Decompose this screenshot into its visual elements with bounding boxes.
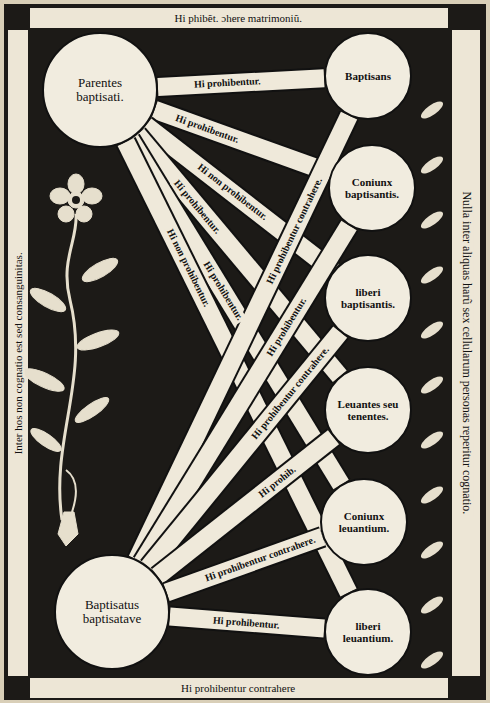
right-strip <box>452 30 480 676</box>
band-label: Hi prohibentur. <box>192 75 263 90</box>
woodcut-ground <box>4 4 486 700</box>
node-text: Baptisatus baptisatave <box>67 598 157 627</box>
band-label: Hi prohibentur contrahere. <box>263 174 325 288</box>
leaf <box>418 483 445 506</box>
node-text: liberi leuantium. <box>334 620 403 644</box>
node-text: liberi baptisantis. <box>334 286 403 310</box>
leaf <box>418 153 445 176</box>
node-text: Coniunx leuantium. <box>330 510 399 534</box>
band-stroke <box>137 116 349 560</box>
node-text: Parentes baptisati. <box>55 76 145 105</box>
band-label: Hi prohibentur. <box>172 111 242 146</box>
leaf <box>418 648 445 671</box>
flower-illustration <box>21 174 121 546</box>
circle-node: Coniunx leuantium. <box>320 478 408 566</box>
node-text: Baptisans <box>345 70 391 82</box>
leaf <box>418 593 445 616</box>
circle-node: Baptisatus baptisatave <box>54 554 170 670</box>
leaf <box>418 538 445 561</box>
circle-node: Parentes baptisati. <box>42 32 158 148</box>
strip-caption: Hi phibẽt. ɔhere matrimoniũ. <box>173 12 304 25</box>
circle-node: Coniunx baptisantis. <box>328 144 416 232</box>
strip-caption: Hi prohibentur contrahere <box>179 682 297 695</box>
circle-node: Baptisans <box>324 32 412 120</box>
band-stroke <box>137 116 349 560</box>
node-text: Leuantes seu tenentes. <box>334 398 403 422</box>
band-label: Hi prohibentur. <box>211 614 282 631</box>
leaf <box>418 98 445 121</box>
circle-node: liberi leuantium. <box>324 588 412 676</box>
leaf <box>418 428 445 451</box>
leaf <box>418 373 445 396</box>
circle-node: liberi baptisantis. <box>324 254 412 342</box>
band-label: Hi prohibentur. <box>263 293 310 359</box>
left-strip <box>8 30 28 676</box>
node-text: Coniunx baptisantis. <box>338 176 407 200</box>
top-strip <box>30 8 448 28</box>
leaf-border <box>418 98 445 671</box>
margin-note: Nulla inter aliquas harũ sex cellularum … <box>459 189 473 516</box>
leaf <box>418 263 445 286</box>
circle-node: Leuantes seu tenentes. <box>324 366 412 454</box>
leaf <box>418 208 445 231</box>
band-label: Hi prohib. <box>255 462 300 501</box>
leaf <box>418 318 445 341</box>
band-label: Hi prohibentur contrahere. <box>202 533 319 584</box>
margin-note: Inter hos non cognatio est sed consangui… <box>12 250 25 456</box>
band-label: Hi prohibentur contrahere. <box>248 343 333 444</box>
bottom-strip <box>30 678 448 698</box>
band-connector <box>137 116 349 560</box>
